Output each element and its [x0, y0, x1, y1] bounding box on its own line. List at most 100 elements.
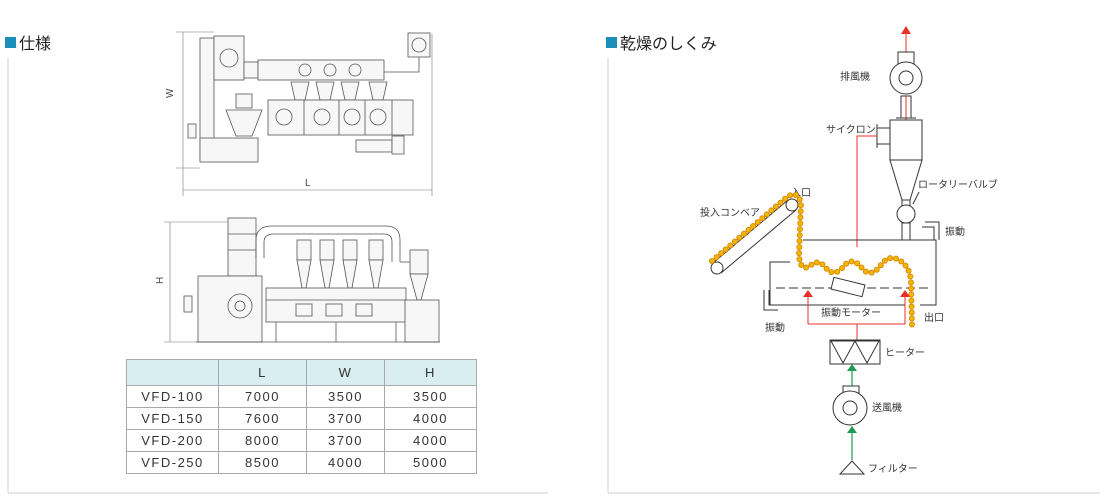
plan-view-drawing: W L — [165, 31, 433, 196]
cyclone — [296, 239, 312, 261]
exhaust-fan-housing — [213, 35, 245, 81]
dryer-port — [313, 108, 331, 126]
cell-h: 4000 — [384, 429, 477, 452]
discharge-unit — [404, 299, 440, 343]
cyclone — [340, 81, 360, 101]
cell-w: 3500 — [306, 385, 385, 408]
header-cell-h: H — [384, 359, 477, 386]
dryer-chamber — [769, 239, 937, 306]
spec-section-title: 仕様 — [5, 32, 51, 53]
cell-w: 3700 — [306, 407, 385, 430]
table-header-row: L W H — [126, 359, 477, 386]
cell-l: 8500 — [218, 451, 307, 474]
cyclone-label: サイクロン — [826, 124, 876, 136]
table-row: VFD-150 7600 3700 4000 — [126, 407, 477, 430]
exhaust-duct-outer — [255, 225, 401, 262]
vibration-mark-icon — [763, 290, 778, 311]
cyclone — [315, 81, 335, 101]
vibration-mark-icon — [922, 226, 935, 240]
mechanism-title-text: 乾燥のしくみ — [620, 34, 717, 53]
cell-h: 4000 — [384, 407, 477, 430]
panel-frames — [7, 58, 1100, 494]
exhaust-stack — [227, 217, 257, 277]
control-box — [187, 123, 197, 139]
cell-h: 5000 — [384, 451, 477, 474]
blower-wheel — [227, 293, 253, 319]
header-cell-model — [126, 359, 219, 386]
air-pipe — [384, 57, 420, 73]
inlet-label: 入口 — [791, 188, 811, 199]
vibration-mark-icon — [768, 290, 778, 306]
heater-label: ヒーター — [885, 347, 925, 359]
table-row: VFD-200 8000 3700 4000 — [126, 429, 477, 452]
access-panel — [295, 303, 313, 317]
header-cell-w: W — [306, 359, 385, 386]
exhaust-duct-inner — [263, 233, 393, 262]
cyclone-cone — [342, 259, 358, 289]
exhaust-fan-wheel — [898, 70, 914, 86]
base-frame — [199, 137, 259, 163]
cell-w: 4000 — [306, 451, 385, 474]
side-view-drawing: H — [155, 217, 440, 343]
control-box — [183, 295, 193, 313]
hot-air-arrow-icon — [803, 290, 813, 297]
discharge-conveyor — [355, 139, 393, 153]
exhaust-arrow-icon — [901, 26, 911, 34]
cell-l: 7600 — [218, 407, 307, 430]
cyclone-inlet — [876, 127, 891, 145]
spec-table: L W H VFD-100 7000 3500 3500 VFD-150 760… — [126, 359, 477, 474]
small-cyclone — [409, 249, 429, 275]
dimension-label-h: H — [155, 277, 166, 284]
table-row: VFD-250 8500 4000 5000 — [126, 451, 477, 474]
cell-model: VFD-150 — [126, 407, 219, 430]
cyclone-cone — [319, 259, 335, 289]
heater-element-icon — [830, 340, 856, 365]
dimension-label-l: L — [305, 178, 311, 189]
duct-port — [323, 63, 337, 77]
cyclone-cone — [296, 259, 312, 289]
motor — [235, 93, 253, 109]
conveyor-tail-roller — [710, 261, 724, 275]
fresh-air-arrow-icon — [847, 426, 857, 433]
vibration-label-right: 振動 — [945, 225, 965, 238]
blower-hub — [234, 300, 246, 312]
vibration-mark-icon — [925, 221, 940, 240]
conveyor-label: 投入コンベア — [700, 206, 760, 219]
vibration-motor — [830, 276, 866, 298]
duct-port — [348, 63, 362, 77]
mechanism-section-title: 乾燥のしくみ — [606, 32, 717, 53]
dryer-port — [369, 108, 387, 126]
rotary-valve-label: ロータリーバルブ — [918, 178, 998, 191]
duct-port — [298, 63, 312, 77]
rotary-valve-leader — [912, 191, 920, 205]
heater-box — [829, 339, 881, 365]
spec-table-body: VFD-100 7000 3500 3500 VFD-150 7600 3700… — [126, 385, 477, 474]
dryer-body — [267, 99, 414, 136]
spec-table-header: L W H — [126, 359, 477, 386]
hot-air-arrow-icon — [900, 290, 910, 297]
cyclone — [290, 81, 310, 101]
filter-icon — [838, 460, 866, 475]
cell-l: 8000 — [218, 429, 307, 452]
square-bullet-icon — [5, 36, 16, 48]
dimension-label-w: W — [165, 88, 176, 98]
small-cyclone-cone — [409, 273, 429, 301]
conveyor-belt-bottom — [720, 209, 797, 274]
vibration-label-left: 振動 — [765, 321, 785, 334]
discharge-box — [391, 135, 405, 155]
exhaust-duct — [257, 59, 385, 81]
cell-model: VFD-250 — [126, 451, 219, 474]
access-panel — [325, 303, 343, 317]
header-cell-l: L — [218, 359, 307, 386]
cyclone — [319, 239, 335, 261]
cyclone — [342, 239, 358, 261]
blower-housing — [832, 390, 868, 426]
cell-model: VFD-100 — [126, 385, 219, 408]
heater-element-icon — [854, 340, 880, 365]
rotary-valve — [896, 204, 916, 224]
dryer-port — [275, 108, 293, 126]
blower-wheel — [411, 37, 427, 53]
cell-w: 3700 — [306, 429, 385, 452]
dryer-port — [343, 108, 361, 126]
